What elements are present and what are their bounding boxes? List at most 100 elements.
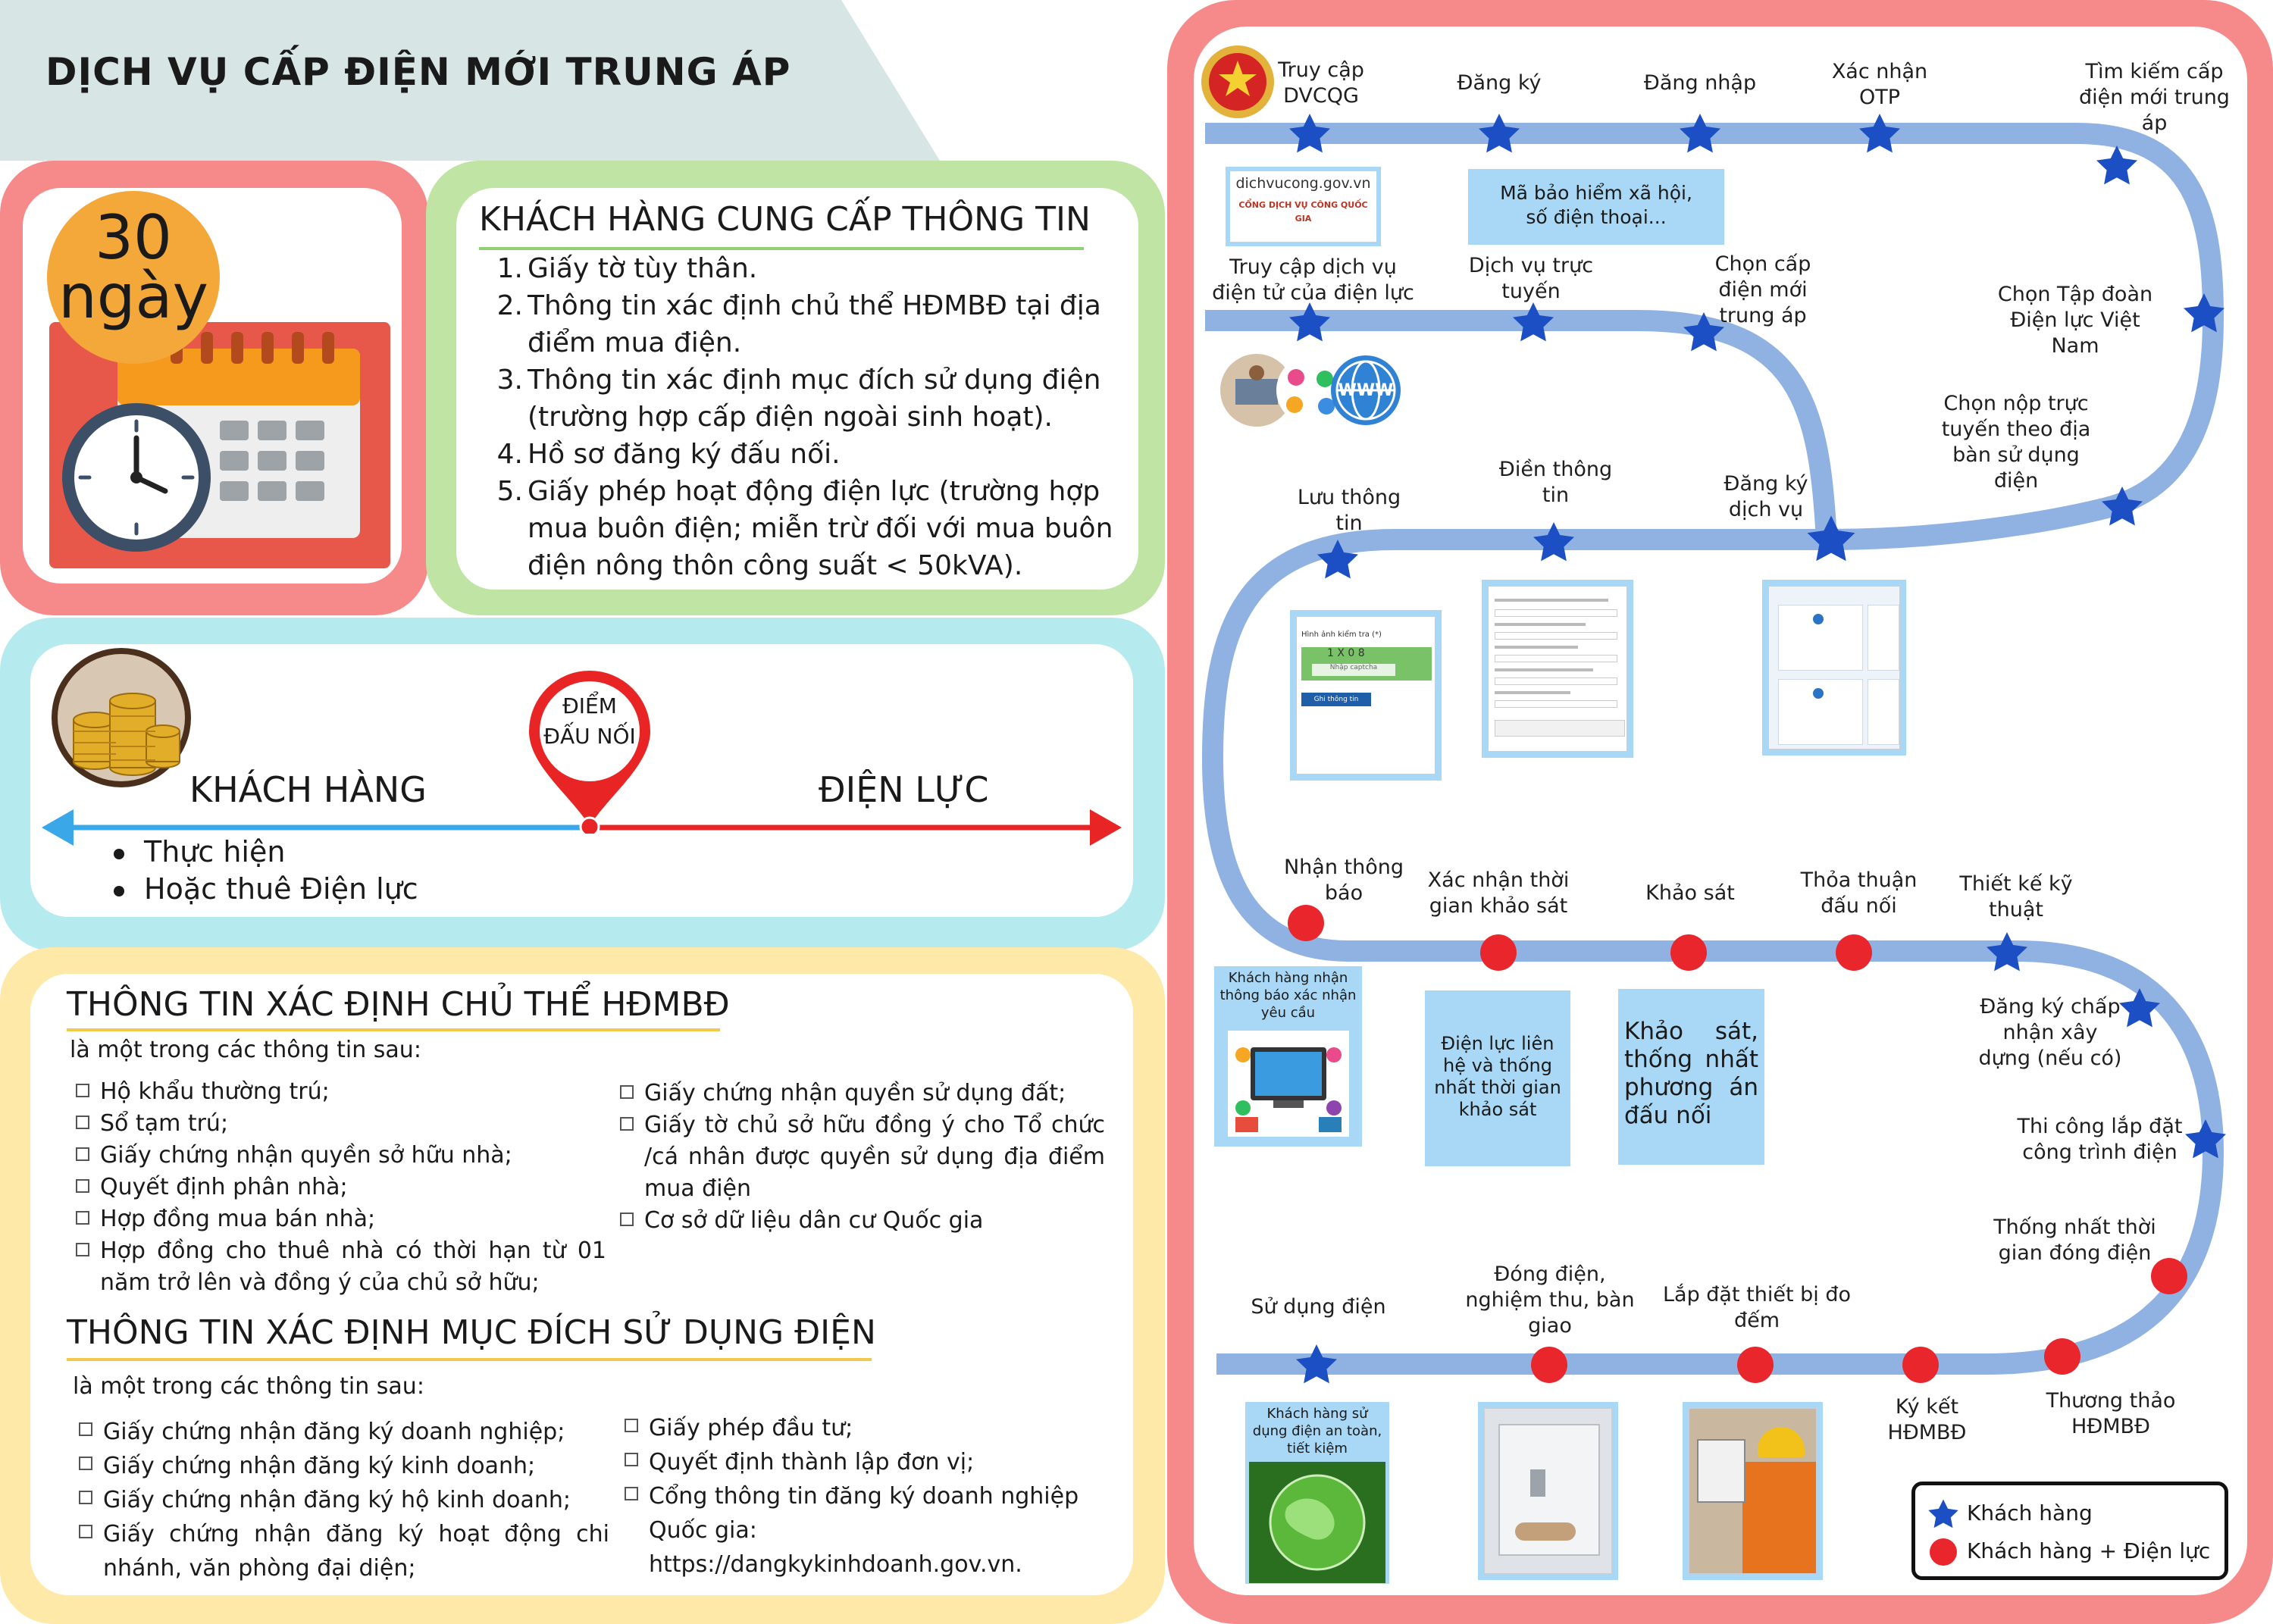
- dot-marker-s14: [1288, 905, 1324, 941]
- step-label-s20: Thi công lắp đặt công trình điện: [2017, 1115, 2183, 1164]
- customer-info-item: 1.Giấy tờ tùy thân.: [485, 250, 1114, 287]
- item-number: 3.: [496, 365, 523, 396]
- svg-text:WWW: WWW: [1338, 381, 1394, 400]
- national-emblem-icon: [1201, 45, 1274, 118]
- switch-handover-photo: [1478, 1402, 1618, 1580]
- purpose-doc-item: Giấy phép đầu tư;: [625, 1411, 1125, 1445]
- step-label-s15: Xác nhận thời gian khảo sát: [1427, 868, 1570, 918]
- safe-use-note: Khách hàng sử dụng điện an toàn, tiết ki…: [1245, 1402, 1389, 1584]
- captcha-code: 1 X 0 8: [1327, 647, 1365, 659]
- customer-side-label: KHÁCH HÀNG: [189, 769, 427, 810]
- survey-note: Khảo sát, thống nhất phương án đấu nối: [1618, 989, 1764, 1165]
- checkbox-icon: [76, 1243, 89, 1256]
- star-marker-s2: [1479, 114, 1520, 153]
- legend-box: [1911, 1482, 2228, 1580]
- star-marker-s5: [2096, 146, 2137, 185]
- step-label-s25: Đóng điện, nghiệm thu, bàn giao: [1465, 1263, 1635, 1338]
- checkbox-icon: [620, 1213, 634, 1226]
- checkbox-icon: [79, 1525, 92, 1538]
- dot-marker-s16: [1670, 934, 1707, 971]
- owner-doc-text: Quyết định phân nhà;: [100, 1174, 348, 1200]
- duration-unit: ngày: [58, 261, 208, 332]
- star-marker-s26: [1296, 1344, 1337, 1384]
- step-label-s1: Truy cập DVCQG: [1278, 58, 1364, 108]
- purpose-info-title: THÔNG TIN XÁC ĐỊNH MỤC ĐÍCH SỬ DỤNG ĐIỆN: [67, 1313, 876, 1352]
- step-label-s21: Thống nhất thời gian đóng điện: [1993, 1216, 2156, 1265]
- owner-doc-item: Hợp đồng cho thuê nhà có thời hạn từ 01 …: [76, 1235, 606, 1299]
- step-label-s7: Chọn nộp trực tuyến theo địa bàn sử dụng…: [1941, 392, 2091, 493]
- owner-doc-text: Giấy tờ chủ sở hữu đồng ý cho Tổ chức /c…: [644, 1112, 1105, 1202]
- owner-info-title: THÔNG TIN XÁC ĐỊNH CHỦ THỂ HĐMBĐ: [67, 985, 730, 1024]
- owner-doc-text: Giấy chứng nhận quyền sử dụng đất;: [644, 1080, 1066, 1106]
- star-marker-s20: [2185, 1119, 2226, 1159]
- purpose-doc-text: Giấy chứng nhận đăng ký kinh doanh;: [103, 1453, 536, 1479]
- register-note: Mã bảo hiểm xã hội, số điện thoại...: [1468, 169, 1724, 245]
- portal-name: CỔNG DỊCH VỤ CÔNG QUỐC GIA: [1238, 200, 1368, 224]
- customer-info-item: 5.Giấy phép hoạt động điện lực (trường h…: [485, 473, 1114, 584]
- item-number: 5.: [496, 476, 523, 507]
- legend-star-label: Khách hàng: [1967, 1500, 2093, 1525]
- step-label-s11: Lưu thông tin: [1297, 486, 1401, 535]
- star-marker-s6: [2184, 293, 2224, 333]
- customer-action-item: Hoặc thuê Điện lực: [114, 871, 418, 908]
- customer-action-text: Thực hiện: [144, 835, 286, 868]
- dot-marker-s25: [1531, 1347, 1567, 1383]
- process-flow-panel-inner: [1194, 27, 2247, 1595]
- item-text: Thông tin xác định chủ thể HĐMBĐ tại địa…: [528, 290, 1101, 358]
- star-marker-s13: [1807, 515, 1855, 562]
- legend-star-icon: [1928, 1499, 1958, 1529]
- customer-action-text: Hoặc thuê Điện lực: [144, 872, 418, 906]
- purpose-doc-text: Giấy phép đầu tư;: [649, 1415, 853, 1441]
- step-label-s5: Tìm kiếm cấp điện mới trung áp: [2079, 60, 2230, 135]
- utility-side-label: ĐIỆN LỰC: [819, 769, 989, 810]
- connection-line: [42, 809, 1122, 846]
- checkbox-icon: [79, 1491, 92, 1504]
- purpose-doc-text: Giấy chứng nhận đăng ký doanh nghiệp;: [103, 1419, 565, 1445]
- checkbox-icon: [620, 1085, 634, 1099]
- checkbox-icon: [625, 1419, 638, 1432]
- owner-doc-item: Cơ sở dữ liệu dân cư Quốc gia: [620, 1205, 1105, 1237]
- owner-doc-text: Cơ sở dữ liệu dân cư Quốc gia: [644, 1207, 984, 1234]
- register-service-screenshot: [1762, 580, 1906, 756]
- owner-doc-item: Hộ khẩu thường trú;: [76, 1076, 606, 1108]
- portal-card: dichvucong.gov.vn CỔNG DỊCH VỤ CÔNG QUỐC…: [1226, 167, 1381, 246]
- customer-info-item: 2.Thông tin xác định chủ thể HĐMBĐ tại đ…: [485, 287, 1114, 361]
- step-label-s23: Ký kết HĐMBĐ: [1887, 1395, 1967, 1444]
- purpose-doc-item: Cổng thông tin đăng ký doanh nghiệp Quốc…: [625, 1479, 1125, 1582]
- star-marker-s19: [2119, 988, 2160, 1028]
- star-marker-s10: [1683, 312, 1724, 352]
- checkbox-icon: [76, 1179, 89, 1193]
- owner-doc-text: Sổ tạm trú;: [100, 1110, 229, 1137]
- purpose-doc-text: Cổng thông tin đăng ký doanh nghiệp Quốc…: [649, 1483, 1079, 1578]
- star-marker-s7: [2102, 487, 2143, 526]
- duration-number: 30: [95, 202, 172, 273]
- owner-info-col2: Giấy chứng nhận quyền sử dụng đất; Giấy …: [620, 1078, 1105, 1237]
- notify-text: Khách hàng nhận thông báo xác nhận yêu c…: [1219, 970, 1357, 1021]
- purpose-doc-item: Giấy chứng nhận đăng ký hoạt động chi nh…: [79, 1517, 609, 1585]
- item-number: 2.: [496, 290, 523, 321]
- purpose-doc-item: Quyết định thành lập đơn vị;: [625, 1445, 1125, 1479]
- star-marker-s12: [1533, 522, 1574, 562]
- purpose-doc-item: Giấy chứng nhận đăng ký kinh doanh;: [79, 1449, 609, 1483]
- customer-actions-list: Thực hiện Hoặc thuê Điện lực: [114, 834, 418, 908]
- captcha-form-screenshot: Hình ảnh kiểm tra (*) 1 X 0 8 Nhập captc…: [1290, 610, 1442, 781]
- connection-point-label-2: ĐẤU NỐI: [543, 724, 636, 749]
- checkbox-icon: [625, 1487, 638, 1500]
- checkbox-icon: [76, 1211, 89, 1225]
- star-marker-s9: [1513, 302, 1554, 342]
- customer-action-item: Thực hiện: [114, 834, 418, 871]
- purpose-doc-item: Giấy chứng nhận đăng ký hộ kinh doanh;: [79, 1483, 609, 1517]
- step-label-s8: Truy cập dịch vụ điện tử của điện lực: [1212, 255, 1414, 305]
- owner-doc-item: Quyết định phân nhà;: [76, 1172, 606, 1203]
- item-text: Giấy phép hoạt động điện lực (trường hợp…: [528, 476, 1113, 581]
- dot-marker-s17: [1836, 934, 1872, 971]
- owner-doc-item: Giấy chứng nhận quyền sử dụng đất;: [620, 1078, 1105, 1109]
- purpose-info-col1: Giấy chứng nhận đăng ký doanh nghiệp; Gi…: [79, 1415, 609, 1585]
- customer-info-underline: [479, 247, 1084, 250]
- item-number: 1.: [496, 253, 523, 284]
- dot-marker-s15: [1480, 934, 1517, 971]
- owner-doc-text: Giấy chứng nhận quyền sở hữu nhà;: [100, 1142, 512, 1169]
- page-title: DỊCH VỤ CẤP ĐIỆN MỚI TRUNG ÁP: [45, 50, 791, 94]
- owner-info-underline: [67, 1028, 720, 1031]
